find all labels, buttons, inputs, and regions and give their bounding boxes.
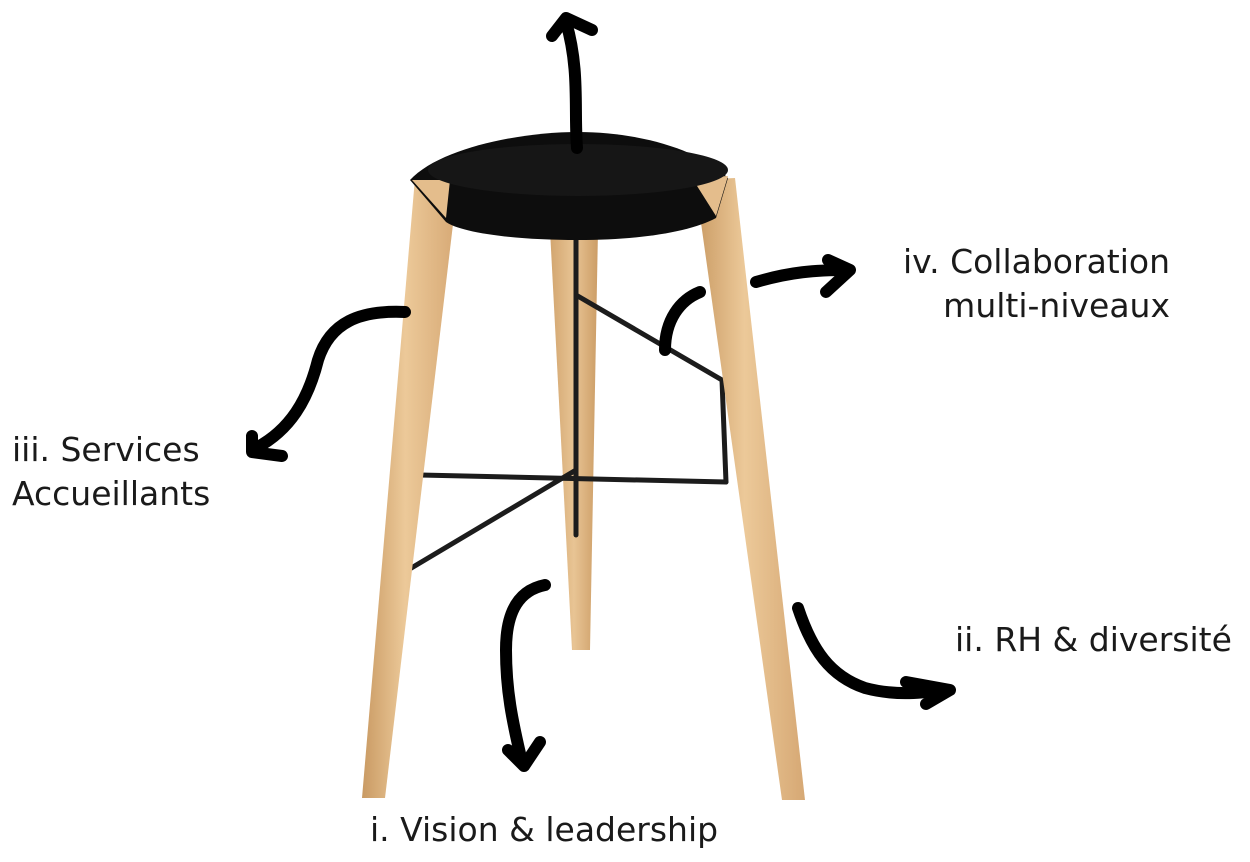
arrow-ii <box>792 602 954 700</box>
arrow-ii-head <box>900 676 956 710</box>
arrow-iii <box>250 305 411 454</box>
pillar-label-ii-text: ii. RH & diversité <box>955 620 1232 659</box>
arrow-iii-head <box>246 430 288 462</box>
pillar-label-i-text: i. Vision & leadership <box>370 810 719 849</box>
stool-front-left-leg <box>362 178 458 798</box>
stool-front-right-leg <box>695 178 805 800</box>
arrow-top <box>560 16 583 154</box>
pillar-label-ii: ii. RH & diversité <box>955 618 1232 662</box>
pillar-label-iv: iv. Collaboration multi-niveaux <box>903 240 1170 327</box>
pillar-label-iii-line-1: iii. Services <box>12 430 200 469</box>
arrow-i <box>500 579 551 768</box>
pillar-label-iii: iii. Services Accueillants <box>12 428 210 515</box>
pillar-label-iv-line-2: multi-niveaux <box>943 285 1170 325</box>
arrow-iv <box>659 264 854 356</box>
arrow-iv-head <box>820 254 856 298</box>
pillar-label-i: i. Vision & leadership <box>370 808 718 852</box>
arrow-i-head <box>502 736 546 772</box>
pillar-label-iii-line-2: Accueillants <box>12 473 211 513</box>
stool-seat <box>410 132 728 240</box>
arrow-top-head <box>546 12 598 42</box>
pillar-label-iv-line-1: iv. Collaboration <box>902 242 1170 281</box>
